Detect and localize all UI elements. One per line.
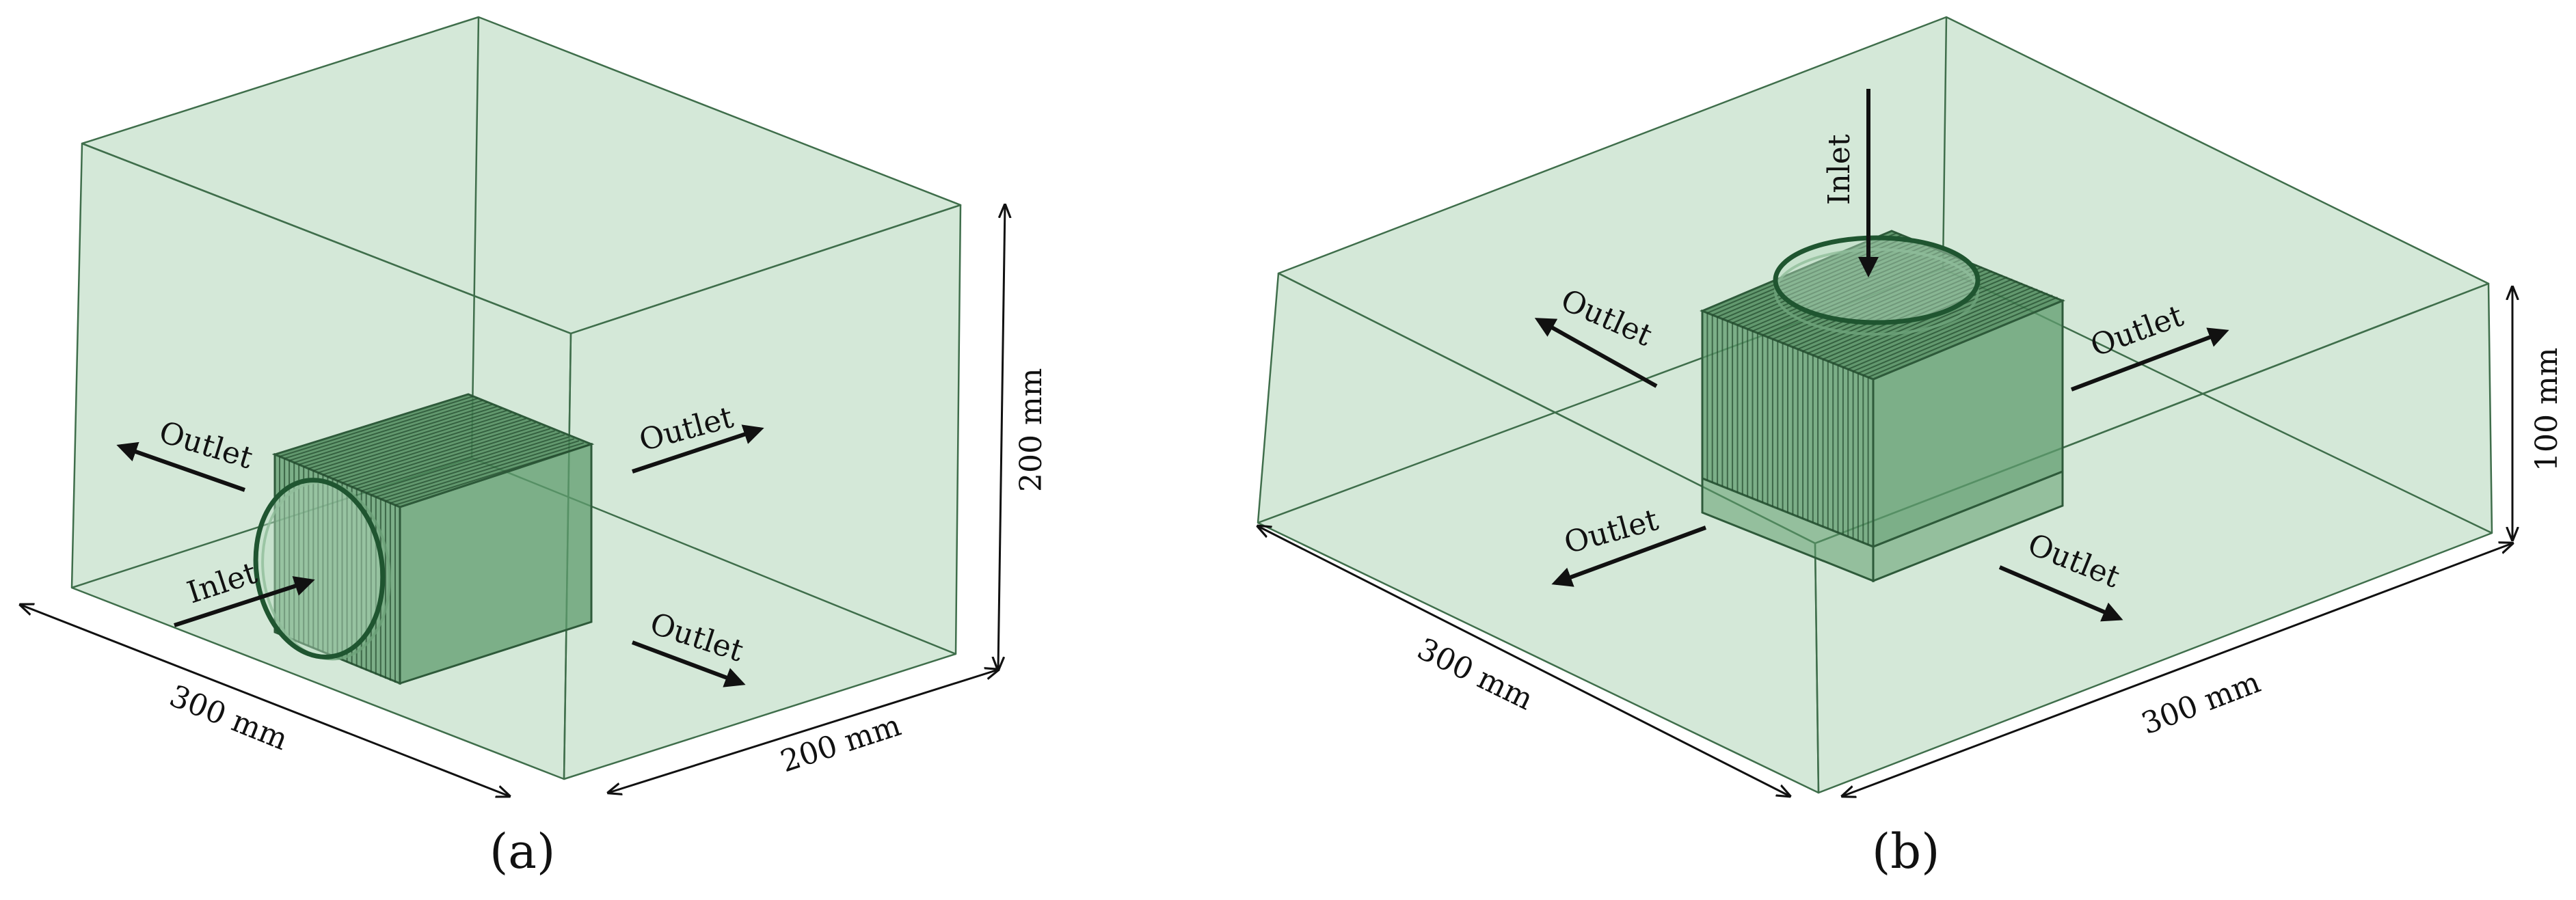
fin-line (1777, 260, 1968, 342)
fin-line (308, 407, 502, 469)
fin-line (390, 442, 585, 504)
fin-line (284, 397, 479, 459)
panel-b-caption: (b) (1872, 823, 1940, 879)
fin-line (1808, 272, 1998, 354)
fin-line (1857, 292, 2048, 374)
panel-a: Inlet Outlet Outlet Outlet 300 mm 200 mm… (21, 16, 1049, 879)
panel-b-dimension-depth: 300 mm (2137, 665, 2266, 742)
panel-a-dimension-line-width (21, 605, 509, 796)
panel-b-fins (1706, 232, 2058, 545)
panel-a-outlet-arrow-left (116, 441, 245, 492)
panel-a-hidden-edge-vertical (470, 16, 480, 459)
panel-b-dimension-line-width (1258, 526, 1790, 796)
fin-line (1732, 242, 1922, 324)
panel-a-dimension-line-depth (608, 670, 998, 793)
fin-line (1812, 274, 2003, 356)
fin-line (1838, 284, 2028, 366)
panel-b-inlet-ring (1773, 235, 1981, 325)
panel-b-inlet-ring-lower (1774, 248, 1979, 336)
panel-b-dimension-line-depth (1842, 543, 2512, 796)
fin-line (361, 430, 555, 492)
panel-a-outlet-arrow-right (632, 424, 764, 474)
panel-b-hidden-edge-vertical (1942, 16, 1948, 269)
panel-a-dimension-line-height (998, 205, 1005, 670)
fin-line (1797, 268, 1988, 350)
fin-line (342, 422, 536, 484)
fin-line (1862, 295, 2053, 377)
fin-line (323, 413, 517, 476)
fin-line (279, 396, 474, 457)
fin-line (303, 405, 498, 467)
fin-line (313, 409, 507, 472)
fin-line (385, 440, 580, 502)
fin-line (1742, 246, 1933, 328)
fin-line (347, 424, 541, 486)
fin-line (1737, 244, 1927, 326)
fin-line (1747, 248, 1937, 330)
fin-line (1793, 266, 1983, 348)
fin-line (1782, 262, 1972, 344)
panel-a-domain-box (70, 16, 962, 780)
fin-line (1767, 256, 1957, 338)
fin-line (1842, 286, 2033, 368)
panel-b-inlet-label: Inlet (1822, 134, 1857, 205)
fin-line (318, 411, 512, 474)
fin-line (351, 426, 546, 488)
fin-line (1762, 254, 1953, 336)
panel-b-outlet-arrow-right-back (2070, 327, 2229, 392)
fin-line (1707, 232, 1897, 314)
panel-a-dimension-height: 200 mm (1014, 368, 1049, 492)
fin-line (375, 436, 570, 498)
fin-line (394, 444, 589, 506)
fin-line (371, 434, 565, 496)
fin-line (1802, 270, 1993, 352)
fin-line (1827, 280, 2018, 362)
fin-line (1722, 238, 1912, 320)
fin-line (380, 438, 575, 500)
fin-line (356, 428, 550, 490)
fin-line (298, 403, 493, 465)
fin-line (293, 401, 488, 463)
panel-b: Inlet Outlet Outlet Outlet Outlet 300 mm… (1258, 16, 2564, 879)
fin-line (1787, 264, 1978, 346)
panel-a-dimension-width: 300 mm (165, 679, 293, 757)
fin-line (1832, 282, 2023, 364)
fin-line (327, 415, 522, 478)
panel-a-caption: (a) (489, 823, 555, 879)
fin-line (366, 432, 560, 494)
fin-line (1772, 258, 1963, 340)
fin-line (1727, 240, 1918, 322)
fin-line (289, 399, 483, 461)
fin-line (332, 418, 526, 480)
fin-line (1853, 290, 2043, 372)
panel-b-dimension-height: 100 mm (2530, 348, 2564, 472)
fin-line (337, 420, 531, 482)
fin-line (1847, 288, 2038, 370)
fin-line (1757, 252, 1948, 334)
panel-b-outlet-arrow-left-back (1534, 318, 1658, 388)
fin-line (1752, 250, 1942, 332)
fin-line (1868, 297, 2058, 379)
